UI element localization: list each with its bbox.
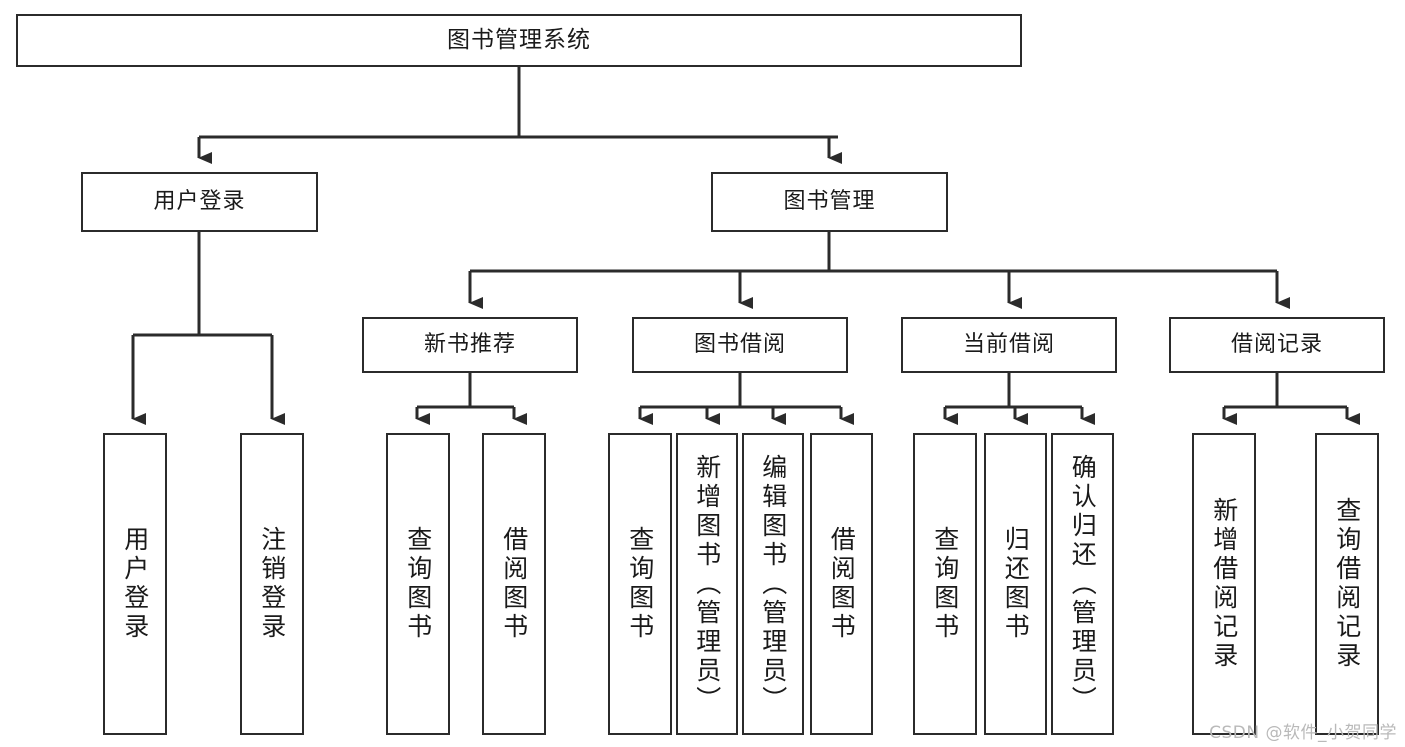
node-borrow-record[interactable]: 借阅记录	[1169, 317, 1385, 373]
node-label: 借阅图书	[499, 526, 529, 642]
leaf-borrow-edit-book-admin[interactable]: 编辑图书（管理员）	[742, 433, 804, 735]
leaf-record-add-borrow-record[interactable]: 新增借阅记录	[1192, 433, 1256, 735]
node-label: 图书管理系统	[447, 26, 591, 53]
node-label: 借阅记录	[1230, 331, 1323, 357]
leaf-borrow-query-book[interactable]: 查询图书	[608, 433, 672, 735]
node-book-management[interactable]: 图书管理	[711, 172, 948, 232]
node-new-book-recommendation[interactable]: 新书推荐	[362, 317, 578, 373]
leaf-current-return-book[interactable]: 归还图书	[984, 433, 1047, 735]
node-label: 新增图书（管理员）	[692, 453, 722, 715]
leaf-current-confirm-return-admin[interactable]: 确认归还（管理员）	[1051, 433, 1114, 735]
node-label: 用户登录	[120, 526, 150, 642]
node-label: 新书推荐	[423, 331, 516, 357]
node-label: 图书借阅	[693, 331, 786, 357]
node-label: 查询图书	[930, 526, 960, 642]
node-current-borrow[interactable]: 当前借阅	[901, 317, 1117, 373]
node-root-library-management-system[interactable]: 图书管理系统	[16, 14, 1022, 67]
leaf-borrow-add-book-admin[interactable]: 新增图书（管理员）	[676, 433, 738, 735]
node-label: 注销登录	[257, 526, 287, 642]
leaf-new-book-query-book[interactable]: 查询图书	[386, 433, 450, 735]
leaf-user-login-signin[interactable]: 用户登录	[103, 433, 167, 735]
node-user-login[interactable]: 用户登录	[81, 172, 318, 232]
node-label: 查询图书	[625, 526, 655, 642]
node-label: 借阅图书	[827, 526, 857, 642]
node-label: 查询图书	[403, 526, 433, 642]
node-label: 确认归还（管理员）	[1068, 453, 1098, 715]
node-book-borrow[interactable]: 图书借阅	[632, 317, 848, 373]
leaf-borrow-borrow-book[interactable]: 借阅图书	[810, 433, 873, 735]
leaf-record-query-borrow-record[interactable]: 查询借阅记录	[1315, 433, 1379, 735]
leaf-new-book-borrow-book[interactable]: 借阅图书	[482, 433, 546, 735]
node-label: 编辑图书（管理员）	[758, 453, 788, 715]
csdn-watermark: CSDN @软件_小贺同学	[1209, 723, 1397, 743]
leaf-current-query-book[interactable]: 查询图书	[913, 433, 977, 735]
node-label: 用户登录	[153, 188, 246, 214]
node-label: 当前借阅	[962, 331, 1055, 357]
node-label: 归还图书	[1001, 526, 1031, 642]
leaf-user-login-signout[interactable]: 注销登录	[240, 433, 304, 735]
node-label: 图书管理	[783, 188, 876, 214]
node-label: 新增借阅记录	[1209, 497, 1239, 671]
node-label: 查询借阅记录	[1332, 497, 1362, 671]
